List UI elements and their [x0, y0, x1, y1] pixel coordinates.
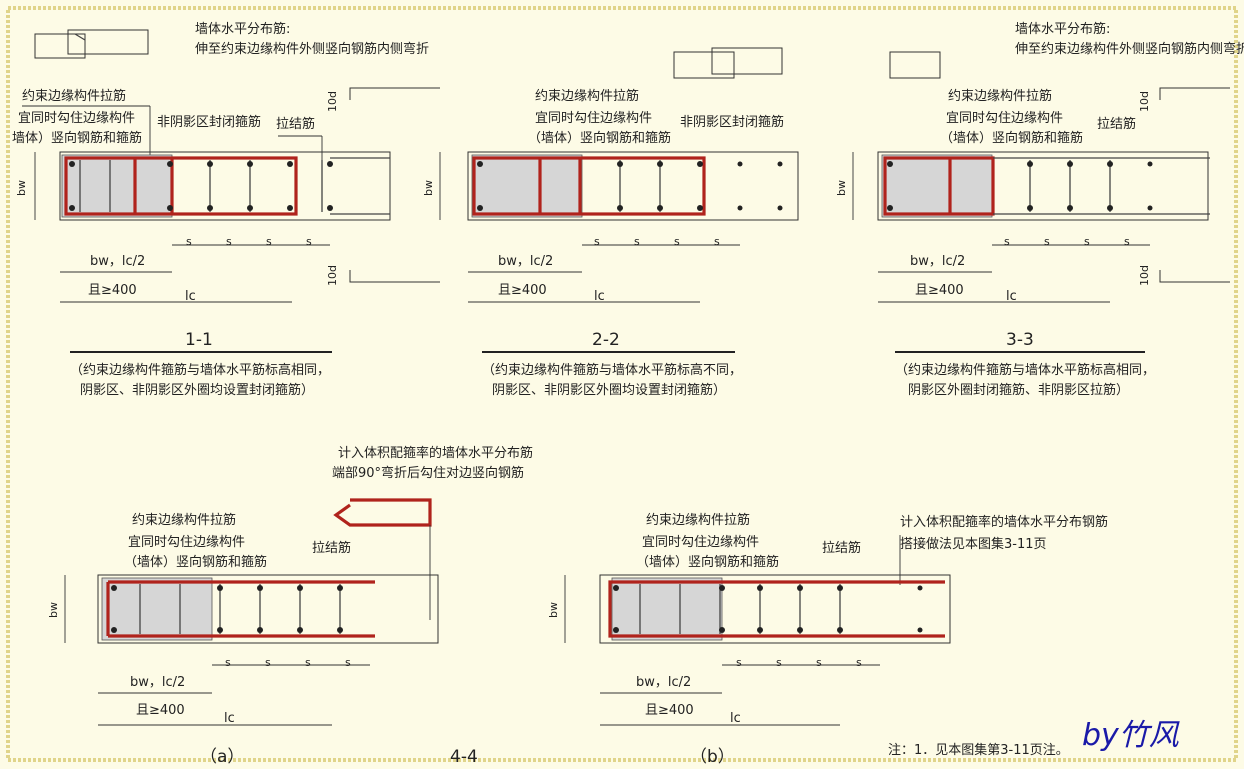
top-right-note-line1: 墙体水平分布筋: — [1015, 21, 1110, 37]
section-desc-3a: （约束边缘构件箍筋与墙体水平筋标高相同， — [895, 362, 1155, 378]
section-desc-3b: 阴影区外圈封闭箍筋、非阴影区拉筋） — [908, 382, 1129, 398]
section-2-2: 约束边缘构件拉筋 宜同时勾住边缘构件 （墙体）竖向钢筋和箍筋 非阴影区封闭箍筋 … — [422, 88, 799, 398]
hook-label-3b: （墙体）竖向钢筋和箍筋 — [940, 130, 1083, 146]
d10-label-1b: 10d — [326, 265, 339, 286]
top-note-line1: 墙体水平分布筋: — [195, 21, 290, 37]
footnote: 注：1．见本图集第3-11页注。 — [888, 742, 1069, 758]
detail-b-s-c: s — [816, 656, 822, 669]
detail-b-ge400: 且≥400 — [645, 703, 694, 718]
detail-a-note2: 端部90°弯折后勾住对边竖向钢筋 — [332, 465, 524, 481]
s-label-1b: s — [226, 235, 232, 248]
detail-a-s-d: s — [345, 656, 351, 669]
detail-a-bw-label: bw — [47, 602, 60, 618]
detail-b-s-b: s — [776, 656, 782, 669]
bwlc-label-3: bw，lc/2 — [910, 254, 965, 269]
detail-b: 约束边缘构件拉筋 宜同时勾住边缘构件 （墙体）竖向钢筋和箍筋 拉结筋 计入体积配… — [547, 512, 1108, 767]
bw-label-2: bw — [422, 180, 435, 196]
detail-b-caption: （b） — [690, 747, 735, 767]
s-label-2b: s — [634, 235, 640, 248]
detail-a: 计入体积配箍率的墙体水平分布筋 端部90°弯折后勾住对边竖向钢筋 约束边缘构件拉… — [47, 445, 533, 767]
s-label-3d: s — [1124, 235, 1130, 248]
hook-label-1b: 墙体）竖向钢筋和箍筋 — [12, 130, 142, 146]
s-label-2d: s — [714, 235, 720, 248]
s-label-3c: s — [1084, 235, 1090, 248]
detail-a-note1: 计入体积配箍率的墙体水平分布筋 — [338, 445, 533, 461]
ge400-label-1: 且≥400 — [88, 283, 137, 298]
detail-a-caption: （a） — [200, 747, 244, 767]
detail-a-s-a: s — [225, 656, 231, 669]
lc-label-2: lc — [594, 289, 605, 304]
d10-label-3a: 10d — [1138, 91, 1151, 112]
section-3-3: 约束边缘构件拉筋 宜同时勾住边缘构件 （墙体）竖向钢筋和箍筋 拉结筋 10d 1… — [835, 87, 1230, 398]
s-label-3b: s — [1044, 235, 1050, 248]
section-1-1: 约束边缘构件拉筋 宜同时勾住边缘构件 墙体）竖向钢筋和箍筋 非阴影区封闭箍筋 拉… — [12, 87, 440, 398]
nonshade-label-1: 非阴影区封闭箍筋 — [157, 114, 261, 130]
hook-label-2b: （墙体）竖向钢筋和箍筋 — [528, 130, 671, 146]
signature: by竹风 — [1082, 718, 1180, 753]
detail-a-s-c: s — [305, 656, 311, 669]
s-label-2a: s — [594, 235, 600, 248]
detail-b-s-d: s — [856, 656, 862, 669]
d10-label-1a: 10d — [326, 91, 339, 112]
detail-b-s-a: s — [736, 656, 742, 669]
bw-label-3: bw — [835, 180, 848, 196]
section-title-4: 4-4 — [450, 747, 478, 767]
s-label-1d: s — [306, 235, 312, 248]
lajin-label-3: 拉结筋 — [1097, 116, 1136, 132]
s-label-3a: s — [1004, 235, 1010, 248]
top-left-note: 墙体水平分布筋: 伸至约束边缘构件外侧竖向钢筋内侧弯折 — [34, 21, 429, 59]
lc-label-3: lc — [1006, 289, 1017, 304]
detail-a-s-b: s — [265, 656, 271, 669]
detail-b-hook-label-a: 宜同时勾住边缘构件 — [642, 535, 759, 550]
bwlc-label-2: bw，lc/2 — [498, 254, 553, 269]
detail-a-lc: lc — [224, 711, 235, 726]
s-label-1a: s — [186, 235, 192, 248]
detail-b-lajin-label: 拉结筋 — [822, 540, 861, 556]
section-desc-2a: （约束边缘构件箍筋与墙体水平筋标高不同， — [482, 362, 742, 378]
detail-a-lajin-label: 拉结筋 — [312, 540, 351, 556]
tie-label-2: 约束边缘构件拉筋 — [535, 88, 639, 104]
d10-label-3b: 10d — [1138, 265, 1151, 286]
detail-b-bwlc: bw，lc/2 — [636, 675, 691, 690]
top-mid-symbol — [673, 47, 783, 79]
bw-label-1: bw — [15, 180, 28, 196]
detail-b-bw-label: bw — [547, 602, 560, 618]
section-desc-2b: 阴影区、非阴影区外圈均设置封闭箍筋） — [492, 382, 726, 398]
detail-a-hook-label-b: （墙体）竖向钢筋和箍筋 — [124, 554, 267, 570]
section-title-2: 2-2 — [592, 330, 620, 350]
detail-a-tie-label: 约束边缘构件拉筋 — [132, 512, 236, 528]
detail-a-hook-label-a: 宜同时勾住边缘构件 — [128, 535, 245, 550]
detail-b-note2: 搭接做法见本图集3-11页 — [900, 536, 1047, 552]
top-right-note-line2: 伸至约束边缘构件外侧竖向钢筋内侧弯折 — [1015, 41, 1244, 57]
section-desc-1b: 阴影区、非阴影区外圈均设置封闭箍筋） — [80, 382, 314, 398]
hook-label-2a: 宜同时勾住边缘构件 — [535, 111, 652, 126]
ge400-label-3: 且≥400 — [915, 283, 964, 298]
section-desc-1a: （约束边缘构件箍筋与墙体水平筋标高相同， — [70, 362, 330, 378]
detail-a-bwlc: bw，lc/2 — [130, 675, 185, 690]
detail-b-tie-label: 约束边缘构件拉筋 — [646, 512, 750, 528]
top-note-line2: 伸至约束边缘构件外侧竖向钢筋内侧弯折 — [195, 41, 429, 57]
top-right-note: 墙体水平分布筋: 伸至约束边缘构件外侧竖向钢筋内侧弯折 — [889, 21, 1244, 79]
tie-label-3: 约束边缘构件拉筋 — [948, 88, 1052, 104]
ge400-label-2: 且≥400 — [498, 283, 547, 298]
tie-label-1: 约束边缘构件拉筋 — [22, 88, 126, 104]
s-label-2c: s — [674, 235, 680, 248]
detail-b-lc: lc — [730, 711, 741, 726]
nonshade-label-2: 非阴影区封闭箍筋 — [680, 114, 784, 130]
lajin-label-1: 拉结筋 — [276, 116, 315, 132]
hook-label-3a: 宜同时勾住边缘构件 — [946, 111, 1063, 126]
section-title-1: 1-1 — [185, 330, 213, 350]
s-label-1c: s — [266, 235, 272, 248]
detail-b-note1: 计入体积配箍率的墙体水平分布钢筋 — [900, 514, 1108, 530]
detail-a-ge400: 且≥400 — [136, 703, 185, 718]
section-title-3: 3-3 — [1006, 330, 1034, 350]
lc-label-1: lc — [185, 289, 196, 304]
bwlc-label-1: bw，lc/2 — [90, 254, 145, 269]
detail-b-hook-label-b: （墙体）竖向钢筋和箍筋 — [636, 554, 779, 570]
hook-label-1a: 宜同时勾住边缘构件 — [18, 111, 135, 126]
